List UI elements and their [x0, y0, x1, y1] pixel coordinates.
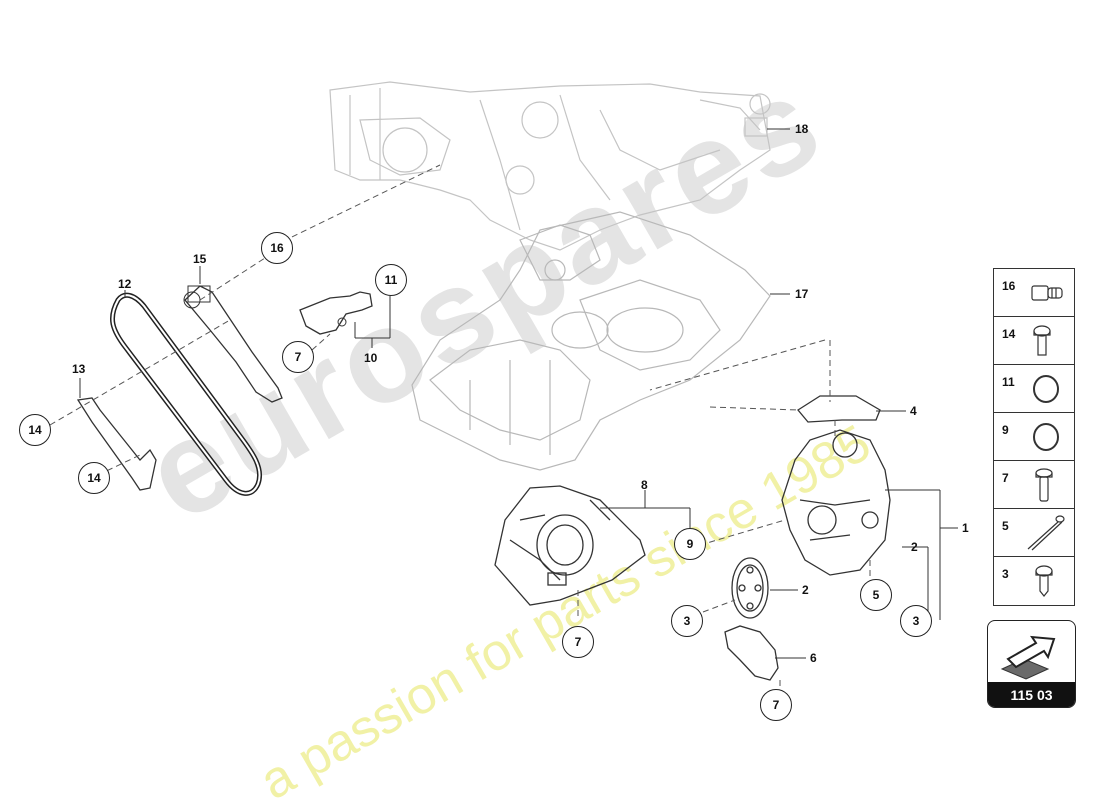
callout-14[interactable]: 14	[19, 414, 51, 446]
o-ring-icon	[1033, 423, 1059, 451]
chain-drawing	[109, 292, 262, 496]
plug-bolt-icon	[1031, 285, 1063, 301]
leader-lines	[79, 128, 958, 659]
sprocket-drawing	[731, 557, 769, 619]
legend-number: 7	[1002, 471, 1009, 485]
label-13[interactable]: 13	[72, 362, 86, 376]
parts-legend: 16 14 11 9 7	[993, 268, 1075, 606]
callout-3[interactable]: 3	[671, 605, 703, 637]
callout-14[interactable]: 14	[78, 462, 110, 494]
legend-row[interactable]: 14	[994, 317, 1074, 365]
legend-number: 14	[1002, 327, 1016, 341]
callout-7[interactable]: 7	[760, 689, 792, 721]
sprocket-cover-drawing	[724, 625, 779, 681]
guide-rail-drawing	[76, 397, 157, 491]
page-reference-number: 115 03	[988, 682, 1075, 707]
oil-pan-drawing	[411, 211, 771, 471]
callout-7[interactable]: 7	[282, 341, 314, 373]
control-valve-drawing	[299, 291, 373, 335]
legend-number: 9	[1002, 423, 1009, 437]
label-2[interactable]: 2	[802, 583, 809, 597]
legend-number: 16	[1002, 279, 1016, 293]
long-bolt-icon	[1027, 515, 1065, 551]
legend-number: 3	[1002, 567, 1009, 581]
label-10[interactable]: 10	[364, 351, 378, 365]
assembly-dashed-lines	[49, 164, 871, 690]
legend-row[interactable]: 16	[994, 269, 1074, 317]
callout-9[interactable]: 9	[674, 528, 706, 560]
legend-number: 5	[1002, 519, 1009, 533]
callout-5[interactable]: 5	[860, 579, 892, 611]
label-18[interactable]: 18	[795, 122, 809, 136]
page-reference-button[interactable]: 115 03	[987, 620, 1076, 708]
engine-block-drawing	[329, 81, 771, 251]
legend-row[interactable]: 9	[994, 413, 1074, 461]
legend-row[interactable]: 5	[994, 509, 1074, 557]
oil-strainer-drawing	[494, 485, 646, 606]
o-ring-icon	[1033, 375, 1059, 403]
legend-row[interactable]: 7	[994, 461, 1074, 509]
page-arrow-icon	[1000, 635, 1056, 680]
label-1[interactable]: 1	[962, 521, 969, 535]
label-6[interactable]: 6	[810, 651, 817, 665]
label-4[interactable]: 4	[910, 404, 917, 418]
gasket-drawing	[797, 395, 881, 423]
callout-11[interactable]: 11	[375, 264, 407, 296]
torx-bolt-icon	[1033, 325, 1051, 356]
label-2[interactable]: 2	[911, 540, 918, 554]
label-15[interactable]: 15	[193, 252, 207, 266]
legend-number: 11	[1002, 375, 1015, 389]
callout-7[interactable]: 7	[562, 626, 594, 658]
legend-row[interactable]: 3	[994, 557, 1074, 606]
callout-3[interactable]: 3	[900, 605, 932, 637]
legend-row[interactable]: 11	[994, 365, 1074, 413]
callout-16[interactable]: 16	[261, 232, 293, 264]
label-17[interactable]: 17	[795, 287, 809, 301]
torx-bolt-icon	[1035, 565, 1053, 597]
label-12[interactable]: 12	[118, 277, 132, 291]
flange-bolt-icon	[1035, 468, 1053, 502]
label-8[interactable]: 8	[641, 478, 648, 492]
oil-pump-drawing	[781, 429, 891, 576]
